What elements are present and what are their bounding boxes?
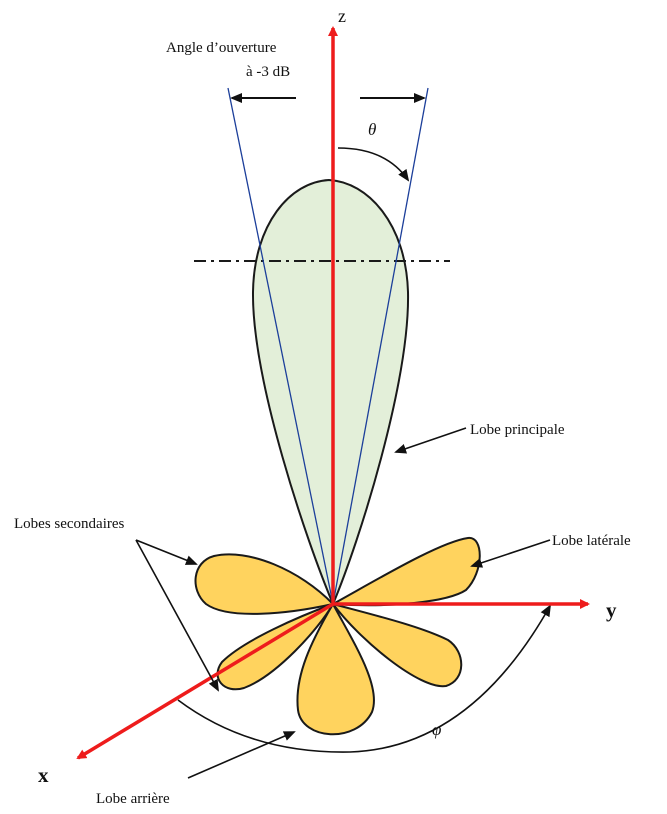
main-lobe-callout <box>394 427 467 454</box>
side-lobe-upper-left <box>194 553 335 615</box>
side-lobe-lower-left <box>216 602 336 691</box>
back-lobe-label: Lobe arrière <box>96 791 170 807</box>
side-lobe-lower-right <box>330 602 463 688</box>
beamwidth-lines <box>227 87 429 605</box>
back-lobe <box>296 601 375 736</box>
theta-label: θ <box>368 120 376 139</box>
side-lobes-label: Lobes secondaires <box>14 516 125 532</box>
z-axis-label: z <box>338 6 346 26</box>
axes <box>76 26 590 760</box>
y-axis-label: y <box>606 598 617 622</box>
x-axis <box>76 602 334 760</box>
main-lobe-label: Lobe principale <box>470 422 565 438</box>
phi-arc <box>177 604 551 753</box>
x-axis-label: x <box>38 763 49 787</box>
theta-arc <box>337 147 410 182</box>
lateral-lobe-label: Lobe latérale <box>552 533 631 549</box>
secondary-lobes <box>194 537 481 736</box>
side-lobes-callout-lower <box>135 539 219 692</box>
side-lobes-callout-upper <box>135 539 198 565</box>
back-lobe-callout <box>187 731 296 779</box>
beamwidth-label-line2: à -3 dB <box>246 64 290 80</box>
main-lobe <box>251 178 410 607</box>
callout-arrows <box>135 427 551 779</box>
beamwidth-label-line1: Angle d’ouverture <box>166 40 277 56</box>
lateral-lobe-callout <box>470 539 551 568</box>
phi-label: φ <box>432 720 441 739</box>
